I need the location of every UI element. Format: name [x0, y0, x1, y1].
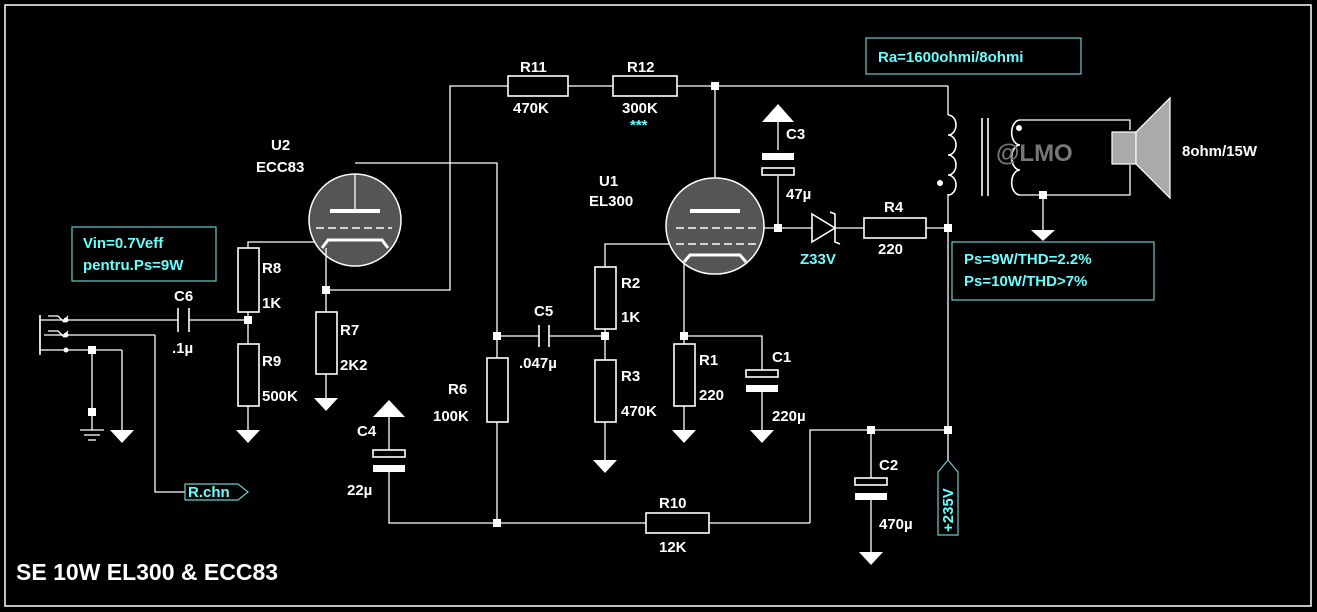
capacitor-c1: [745, 369, 779, 392]
capacitor-c6: [177, 308, 190, 332]
note-ps-line2: Ps=10W/THD>7%: [964, 273, 1087, 290]
c4-value: 22µ: [347, 482, 372, 499]
tube-u2-icon: [308, 173, 402, 267]
r6-value: 100K: [433, 408, 469, 425]
tube-u2-ref: U2: [271, 137, 290, 154]
c1-ref: C1: [772, 349, 791, 366]
resistor-r10: [645, 512, 710, 534]
resistor-r6: [486, 357, 509, 423]
r2-ref: R2: [621, 275, 640, 292]
r12-value: 300K: [622, 100, 658, 117]
supply-arrow-icon: [373, 400, 405, 417]
c2-value: 470µ: [879, 516, 913, 533]
r3-ref: R3: [621, 368, 640, 385]
resistor-r9: [237, 343, 260, 407]
r10-ref: R10: [659, 495, 687, 512]
r4-value: 220: [878, 241, 903, 258]
tube-u1-icon: [665, 177, 765, 275]
capacitor-c4: [372, 449, 406, 472]
r1-value: 220: [699, 387, 724, 404]
c5-ref: C5: [534, 303, 553, 320]
zener-diode-icon: [811, 211, 841, 245]
r9-value: 500K: [262, 388, 298, 405]
supply-arrow-icon: [762, 104, 794, 122]
resistor-r12: [612, 75, 678, 97]
schematic-title: SE 10W EL300 & ECC83: [16, 559, 278, 585]
r1-ref: R1: [699, 352, 718, 369]
r10-value: 12K: [659, 539, 687, 556]
ground-symbols: [80, 230, 1055, 565]
resistor-r7: [315, 311, 338, 375]
note-box-vin: [71, 226, 217, 282]
resistor-r2: [594, 266, 617, 330]
r11-ref: R11: [520, 59, 547, 76]
capacitor-c2: [854, 477, 888, 500]
r12-ref: R12: [627, 59, 655, 76]
resistor-r8: [237, 247, 260, 313]
r6-ref: R6: [448, 381, 467, 398]
note-ra: Ra=1600ohmi/8ohmi: [878, 49, 1023, 66]
note-vin-line1: Vin=0.7Veff: [83, 235, 164, 252]
r2-value: 1K: [621, 309, 640, 326]
port-rchn-label: R.chn: [188, 484, 230, 501]
port-supply: +235V: [937, 459, 959, 536]
r11-value: 470K: [513, 100, 549, 117]
c3-ref: C3: [786, 126, 805, 143]
r8-value: 1K: [262, 295, 281, 312]
capacitor-c5: [538, 325, 550, 347]
note-vin-line2: pentru.Ps=9W: [83, 257, 184, 274]
note-box-ps: [951, 241, 1155, 301]
zener-value: Z33V: [800, 251, 836, 268]
input-jack-icon: [39, 315, 69, 355]
wires: [39, 85, 1131, 552]
tube-u1-ref: U1: [599, 173, 618, 190]
junction-dots: [88, 82, 1047, 527]
page-border: [4, 4, 1312, 607]
port-supply-label: +235V: [940, 488, 957, 532]
r8-ref: R8: [262, 260, 281, 277]
port-rchn: R.chn: [184, 483, 249, 501]
capacitor-c3: [761, 153, 795, 176]
c4-ref: C4: [357, 423, 377, 440]
tube-u2-type: ECC83: [256, 159, 304, 176]
speaker-label: 8ohm/15W: [1182, 143, 1258, 160]
resistor-r1: [673, 343, 696, 407]
r7-value: 2K2: [340, 357, 368, 374]
c3-value: 47µ: [786, 186, 811, 203]
r9-ref: R9: [262, 353, 281, 370]
speaker-icon: [1111, 96, 1171, 200]
labels: U2 ECC83 U1 EL300 R11 470K R12 300K R4 2…: [172, 59, 913, 556]
c2-ref: C2: [879, 457, 898, 474]
watermark: @LMO: [996, 140, 1073, 167]
resistor-r4: [863, 217, 927, 239]
tube-u1-type: EL300: [589, 193, 633, 210]
output-transformer-icon: [937, 114, 1022, 196]
resistor-r3: [594, 359, 617, 423]
c5-value: .047µ: [519, 355, 557, 372]
note-box-ra: [865, 37, 1082, 75]
r7-ref: R7: [340, 322, 359, 339]
r4-ref: R4: [884, 199, 904, 216]
resistor-r11: [507, 75, 569, 97]
note-stars: ***: [630, 117, 648, 134]
c1-value: 220µ: [772, 408, 806, 425]
c6-value: .1µ: [172, 340, 193, 357]
r3-value: 470K: [621, 403, 657, 420]
note-ps-line1: Ps=9W/THD=2.2%: [964, 251, 1092, 268]
c6-ref: C6: [174, 288, 193, 305]
